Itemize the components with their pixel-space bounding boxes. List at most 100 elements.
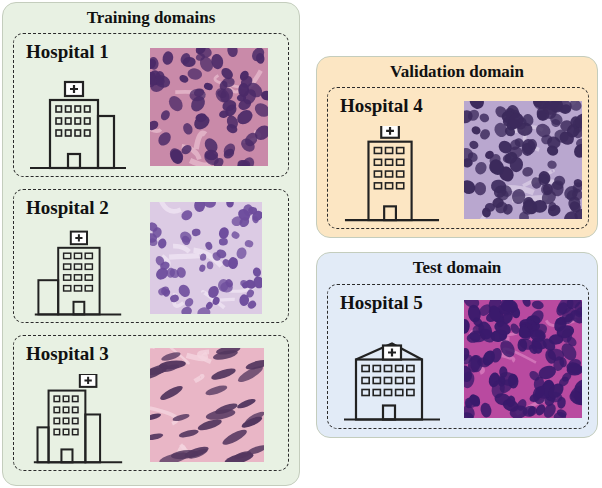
cell-nucleus [509,404,529,418]
cell-nucleus [222,147,236,161]
cell-nucleus [150,73,158,87]
cell-nucleus [248,206,258,215]
window [85,106,91,112]
cell-nucleus [160,351,181,363]
ground-line [34,461,122,463]
cell-nucleus [194,202,205,212]
hospital-icon [28,72,128,172]
cell-nucleus [169,294,180,304]
hospital-label: Hospital 1 [26,41,109,63]
cell-nucleus [180,234,191,246]
cell-nucleus [245,358,264,371]
tissue-fiber [150,348,155,349]
window [54,418,60,424]
domain-panel: Training domainsHospital 1Hospital 2Hosp… [2,2,300,486]
cell-nucleus [559,118,574,132]
histology-image [150,202,262,314]
cell-nucleus [543,101,561,112]
cell-nucleus [230,230,240,240]
cell-nucleus [532,200,547,213]
cell-nucleus [214,401,239,416]
ground-line [35,313,121,315]
cell-nucleus [223,450,254,462]
window [374,183,381,189]
cell-nucleus [464,108,475,126]
cell-nucleus [166,93,185,113]
window [66,106,72,112]
cell-nucleus [172,413,190,423]
cell-nucleus [158,383,184,402]
cell-nucleus [178,428,199,439]
histology-image [464,300,582,418]
cell-nucleus [506,111,525,131]
cell-nucleus [464,147,474,163]
window [63,418,69,424]
window [54,396,60,402]
hospital-icon [28,374,128,466]
cell-nucleus [468,139,480,150]
window [407,390,414,396]
cell-nucleus [210,366,237,382]
cell-nucleus [187,67,203,81]
cell-nucleus [528,328,546,344]
cell-nucleus [157,238,167,250]
cell-nucleus [478,112,490,124]
cell-nucleus [474,182,487,196]
door [61,449,72,462]
cell-nucleus [168,147,185,166]
tissue-fiber [196,133,205,149]
cell-nucleus [218,226,231,240]
window [85,264,92,269]
window [85,286,92,291]
cell-nucleus [240,415,263,430]
cell-nucleus [531,300,544,310]
cell-nucleus [545,144,559,158]
window [63,407,69,413]
hospital-icon [342,323,442,424]
cell-nucleus [497,370,519,388]
window [64,286,71,291]
cell-nucleus [221,258,232,269]
window [397,183,404,189]
cell-nucleus [157,286,168,297]
cell-nucleus [547,160,558,170]
door [68,154,80,168]
ground-line [30,167,126,169]
cell-nucleus [210,53,225,70]
window [374,148,381,154]
cell-nucleus [150,220,159,233]
window [74,286,81,291]
cell-nucleus [233,450,252,460]
cell-nucleus [180,305,193,314]
cell-nucleus [533,385,546,400]
cell-nucleus [156,130,174,148]
window [72,429,78,435]
cell-nucleus [557,129,576,147]
window [373,378,380,384]
tissue-ground [150,202,262,314]
cell-nucleus [571,141,582,160]
door [74,302,85,315]
tissue-fiber [187,353,206,358]
hospital-icon [342,126,442,224]
cell-nucleus [198,264,206,273]
cell-nucleus [202,136,220,155]
cell-nucleus [195,52,206,62]
window [397,148,404,154]
window [362,390,369,396]
cell-nucleus [554,300,570,317]
building-body [49,391,86,463]
window [374,159,381,165]
hospital-box: Hospital 4 [327,87,589,229]
histology-image [150,348,264,462]
cell-nucleus [558,340,579,363]
window [56,106,62,112]
window [72,418,78,424]
cell-nucleus [464,319,470,334]
cell-nucleus [517,324,533,342]
building-wing [98,116,114,168]
cell-nucleus [560,371,573,384]
window [64,253,71,258]
cell-nucleus [241,87,259,106]
cell-nucleus [150,432,164,441]
